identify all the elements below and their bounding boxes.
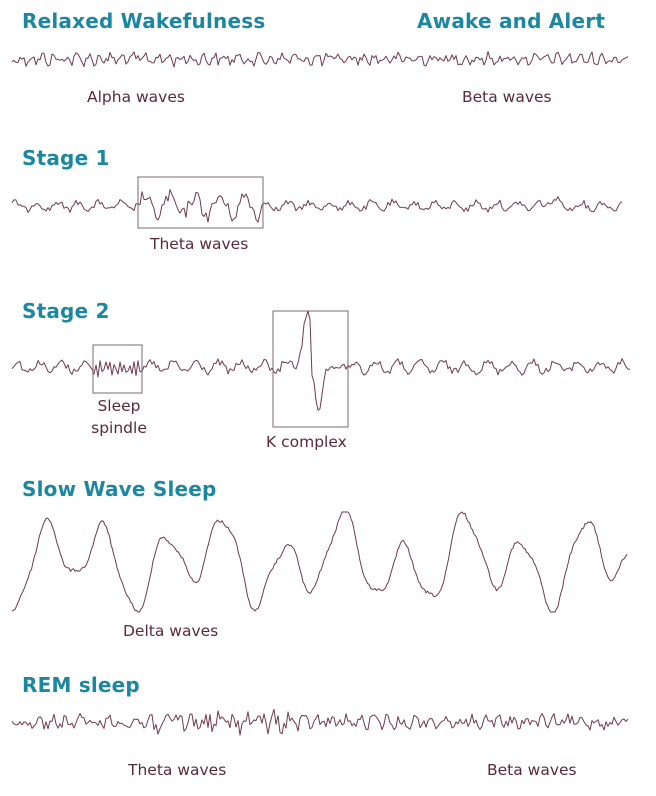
label-delta-waves: Delta waves	[123, 622, 219, 640]
label-theta-waves-rem: Theta waves	[128, 761, 227, 779]
label-beta-waves-rem: Beta waves	[487, 761, 577, 779]
label-sleep: Sleep	[97, 397, 141, 415]
heading-stage-1: Stage 1	[22, 146, 110, 170]
label-k-complex: K complex	[266, 433, 347, 451]
label-theta-waves-stage1: Theta waves	[150, 235, 249, 253]
sleep-spindle-box	[92, 344, 143, 394]
heading-stage-2: Stage 2	[22, 299, 110, 323]
label-alpha-waves: Alpha waves	[87, 88, 185, 106]
label-spindle: spindle	[91, 419, 147, 437]
wave-stage-2	[11, 310, 631, 411]
wave-relaxed-awake	[11, 51, 629, 68]
theta-waves-box	[137, 176, 264, 229]
label-beta-waves-awake: Beta waves	[462, 88, 552, 106]
heading-slow-wave-sleep: Slow Wave Sleep	[22, 477, 217, 501]
wave-slow-wave-sleep	[11, 511, 628, 613]
k-complex-box	[272, 310, 349, 428]
wave-rem-sleep	[11, 708, 629, 736]
heading-relaxed-wakefulness: Relaxed Wakefulness	[22, 9, 266, 33]
heading-awake-and-alert: Awake and Alert	[417, 9, 606, 33]
wave-stage-1	[11, 189, 623, 223]
heading-rem-sleep: REM sleep	[22, 673, 140, 697]
